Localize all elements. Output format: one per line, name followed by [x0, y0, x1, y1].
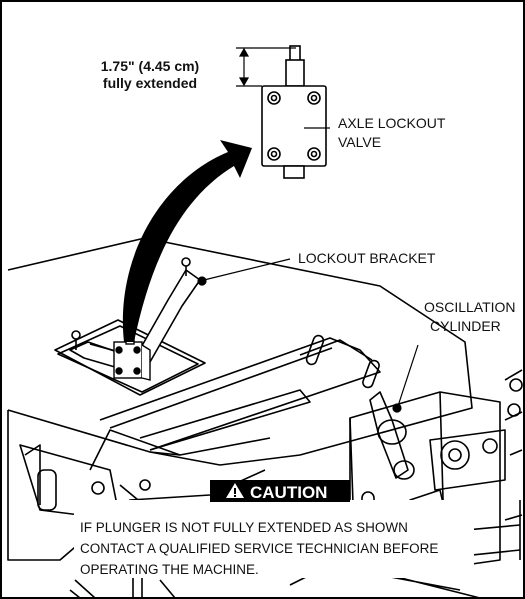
- caution-line2: CONTACT A QUALIFIED SERVICE TECHNICIAN B…: [80, 541, 438, 556]
- valve-label-line1: AXLE LOCKOUT: [338, 115, 446, 131]
- caution-badge: [210, 480, 350, 502]
- dimension-label-state: fully extended: [103, 75, 197, 91]
- warning-triangle-icon: [226, 483, 244, 498]
- valve-label-line2: VALVE: [338, 134, 381, 150]
- caution-line1: IF PLUNGER IS NOT FULLY EXTENDED AS SHOW…: [80, 520, 408, 535]
- dimension-label-value: 1.75" (4.45 cm): [101, 58, 199, 74]
- bracket-label: LOCKOUT BRACKET: [298, 250, 436, 266]
- mounted-lockout-valve: [113, 335, 151, 381]
- dimension-marker: [236, 47, 296, 87]
- caution-line3: OPERATING THE MACHINE.: [80, 562, 259, 577]
- cylinder-label-line1: OSCILLATION: [424, 299, 516, 315]
- leader-lines: [197, 127, 419, 413]
- caution-notice: CAUTION IF PLUNGER IS NOT FULLY EXTENDED…: [74, 480, 474, 578]
- axle-lockout-valve: [261, 45, 327, 179]
- caution-text-backdrop: [74, 500, 474, 578]
- curved-arrow-icon: [122, 140, 252, 342]
- cylinder-label-line2: CYLINDER: [430, 318, 501, 334]
- caution-title: CAUTION: [250, 483, 327, 502]
